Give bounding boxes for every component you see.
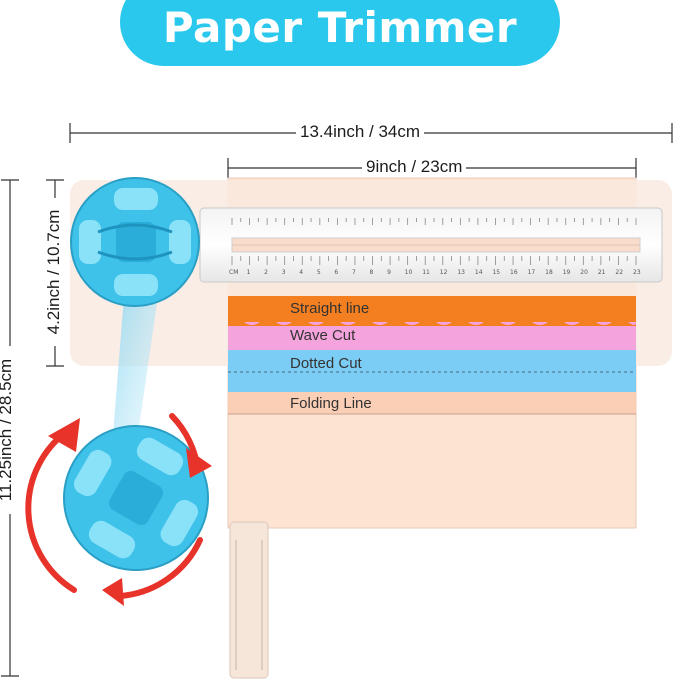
- ruler-number: 17: [528, 269, 536, 276]
- ruler-number: 7: [352, 269, 356, 276]
- ruler-number: 16: [510, 269, 518, 276]
- ruler-number: 13: [457, 269, 465, 276]
- ruler-number: 11: [422, 269, 430, 276]
- base-height-label: 4.2inch / 10.7cm: [44, 198, 64, 346]
- page-title: Paper Trimmer: [162, 3, 518, 52]
- label-folding-line: Folding Line: [290, 395, 372, 412]
- ruler-number: 1: [247, 269, 251, 276]
- ruler-number: 10: [405, 269, 413, 276]
- arrow-head-bottom: [102, 578, 124, 606]
- ruler-ticks: [231, 218, 637, 265]
- ruler-number: 23: [633, 269, 641, 276]
- ruler-number: 18: [545, 269, 553, 276]
- arrow-head-left: [48, 418, 80, 452]
- ruler-number: 8: [370, 269, 374, 276]
- ruler-number: 15: [492, 269, 500, 276]
- ruler-number: 12: [440, 269, 448, 276]
- rotary-blade-icon: [70, 177, 200, 307]
- cut-width-label: 9inch / 23cm: [362, 157, 467, 177]
- strip-dotted-cut: [228, 350, 636, 392]
- ruler-number: 2: [264, 269, 268, 276]
- zoomed-blade-icon: [63, 425, 209, 571]
- strip-straight-line: [228, 296, 636, 322]
- label-straight-line: Straight line: [290, 300, 370, 317]
- arrow-head-right: [186, 448, 212, 478]
- ruler-number: 20: [580, 269, 588, 276]
- ruler-number: 6: [334, 269, 338, 276]
- total-height-label: 11.25inch / 28.5cm: [0, 346, 16, 514]
- ruler-extension: [229, 521, 269, 679]
- total-width-label: 13.4inch / 34cm: [296, 122, 425, 142]
- label-wave-cut: Wave Cut: [290, 327, 356, 344]
- ruler-number: 19: [563, 269, 571, 276]
- strip-folding-line: [228, 392, 636, 414]
- ruler-number: 21: [598, 269, 606, 276]
- ruler-number: 5: [317, 269, 321, 276]
- ruler-number: 9: [387, 269, 391, 276]
- ruler-number: 14: [475, 269, 483, 276]
- ruler-number: 4: [299, 269, 303, 276]
- zoom-beam: [112, 296, 158, 448]
- title-banner: Paper Trimmer: [120, 0, 560, 66]
- ruler-number: 3: [282, 269, 286, 276]
- ruler-number: CM: [229, 269, 238, 276]
- strip-wave-cut: [228, 322, 636, 350]
- ruler-number: 22: [615, 269, 623, 276]
- label-dotted-cut: Dotted Cut: [290, 355, 362, 372]
